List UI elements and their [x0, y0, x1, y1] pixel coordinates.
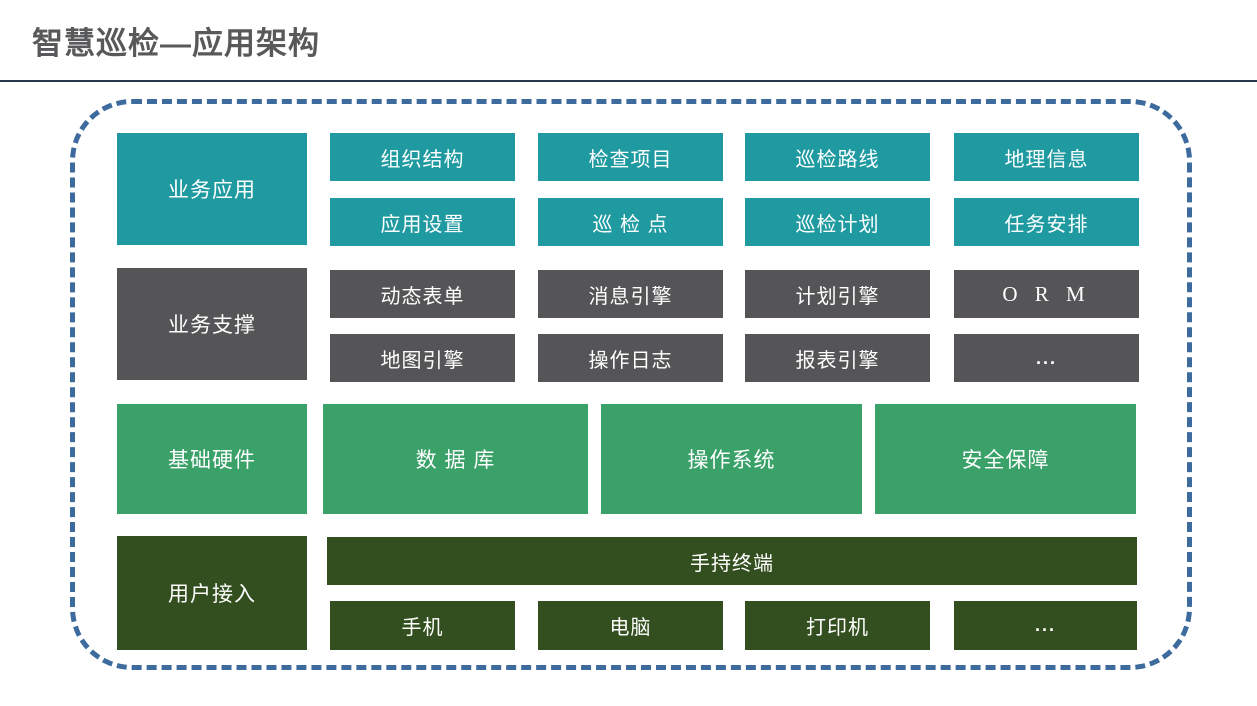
- box-message-engine: 消息引擎: [538, 270, 723, 318]
- box-computer: 电脑: [538, 601, 723, 650]
- box-operating-system: 操作系统: [601, 404, 862, 514]
- box-task-schedule: 任务安排: [954, 198, 1139, 246]
- box-operation-log: 操作日志: [538, 334, 723, 382]
- box-printer: 打印机: [745, 601, 930, 650]
- box-geographic-info: 地理信息: [954, 133, 1139, 181]
- box-dynamic-form: 动态表单: [330, 270, 515, 318]
- box-map-engine: 地图引擎: [330, 334, 515, 382]
- box-plan-engine: 计划引擎: [745, 270, 930, 318]
- box-orm: O R M: [954, 270, 1139, 318]
- box-app-settings: 应用设置: [330, 198, 515, 246]
- box-database: 数 据 库: [323, 404, 588, 514]
- box-organization-structure: 组织结构: [330, 133, 515, 181]
- architecture-dashed-frame: [70, 99, 1192, 670]
- box-mobile-phone: 手机: [330, 601, 515, 650]
- box-handheld-terminal: 手持终端: [327, 537, 1137, 585]
- box-report-engine: 报表引擎: [745, 334, 930, 382]
- layer-label-basic-hardware: 基础硬件: [117, 404, 307, 514]
- box-inspection-route: 巡检路线: [745, 133, 930, 181]
- title-divider: [0, 80, 1257, 82]
- layer-label-business-application: 业务应用: [117, 133, 307, 245]
- box-access-ellipsis: ...: [954, 601, 1137, 650]
- page-title: 智慧巡检—应用架构: [32, 26, 320, 61]
- layer-label-user-access: 用户接入: [117, 536, 307, 650]
- layer-label-business-support: 业务支撑: [117, 268, 307, 380]
- box-inspection-items: 检查项目: [538, 133, 723, 181]
- box-support-ellipsis: ...: [954, 334, 1139, 382]
- box-security-assurance: 安全保障: [875, 404, 1136, 514]
- box-inspection-point: 巡 检 点: [538, 198, 723, 246]
- box-inspection-plan: 巡检计划: [745, 198, 930, 246]
